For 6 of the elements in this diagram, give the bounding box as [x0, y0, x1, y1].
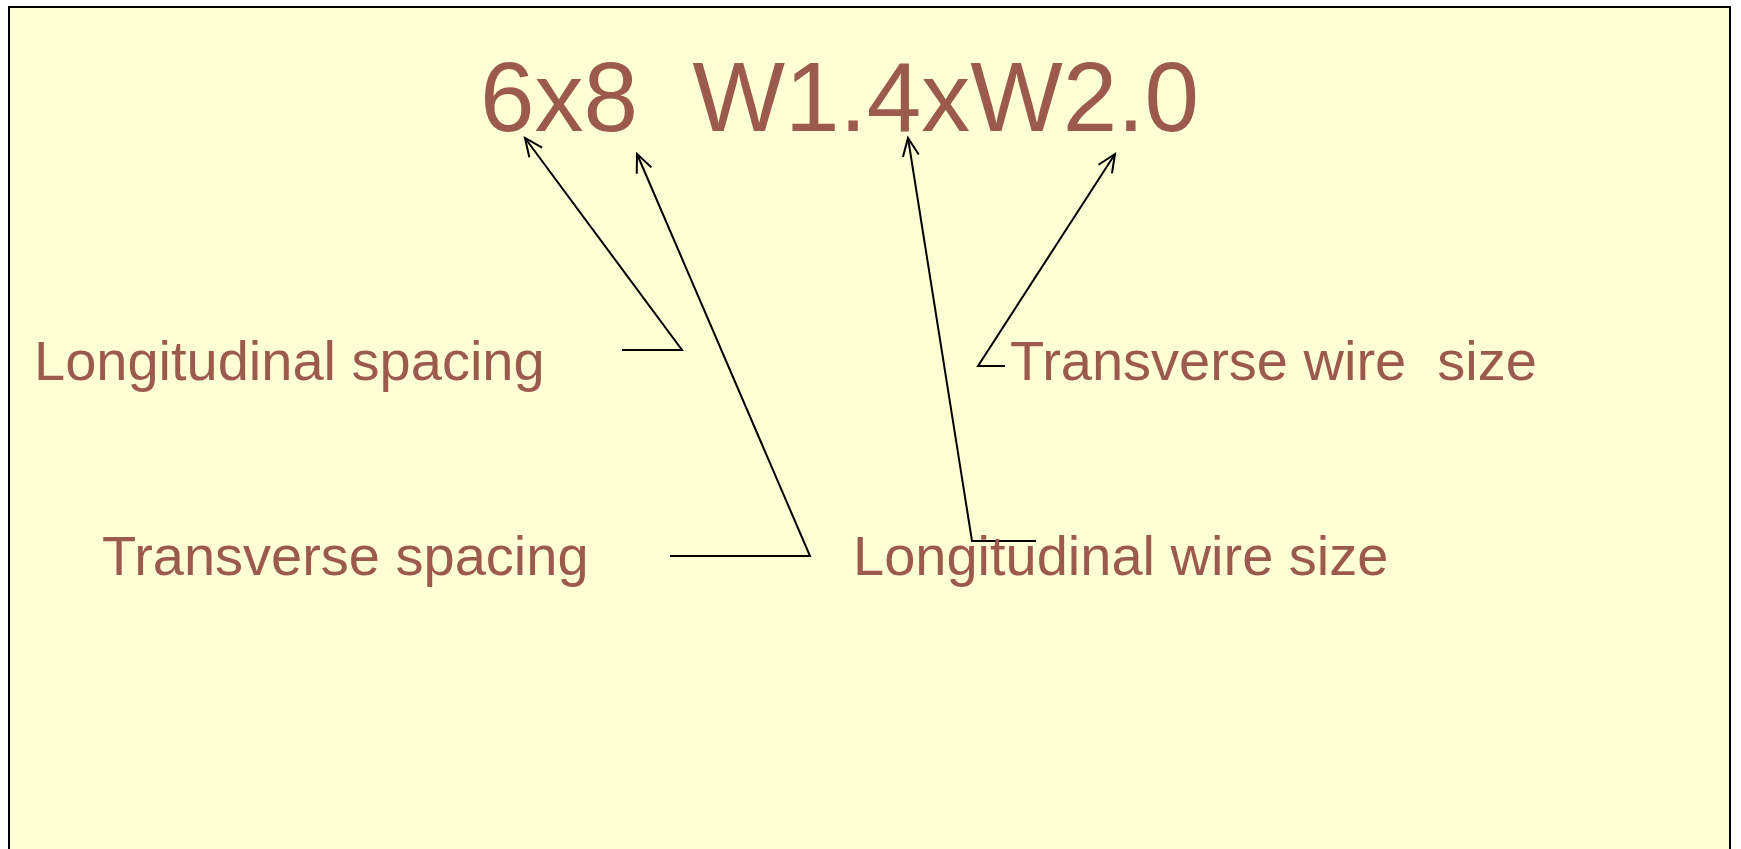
- leader-line: [635, 153, 812, 557]
- callout-text: Transverse wire size: [1010, 333, 1537, 389]
- leader-line: [976, 153, 1116, 367]
- heading: 6x8 W1.4xW2.0: [480, 48, 1199, 146]
- leader-line: [901, 137, 1037, 542]
- leader-line: [524, 137, 684, 351]
